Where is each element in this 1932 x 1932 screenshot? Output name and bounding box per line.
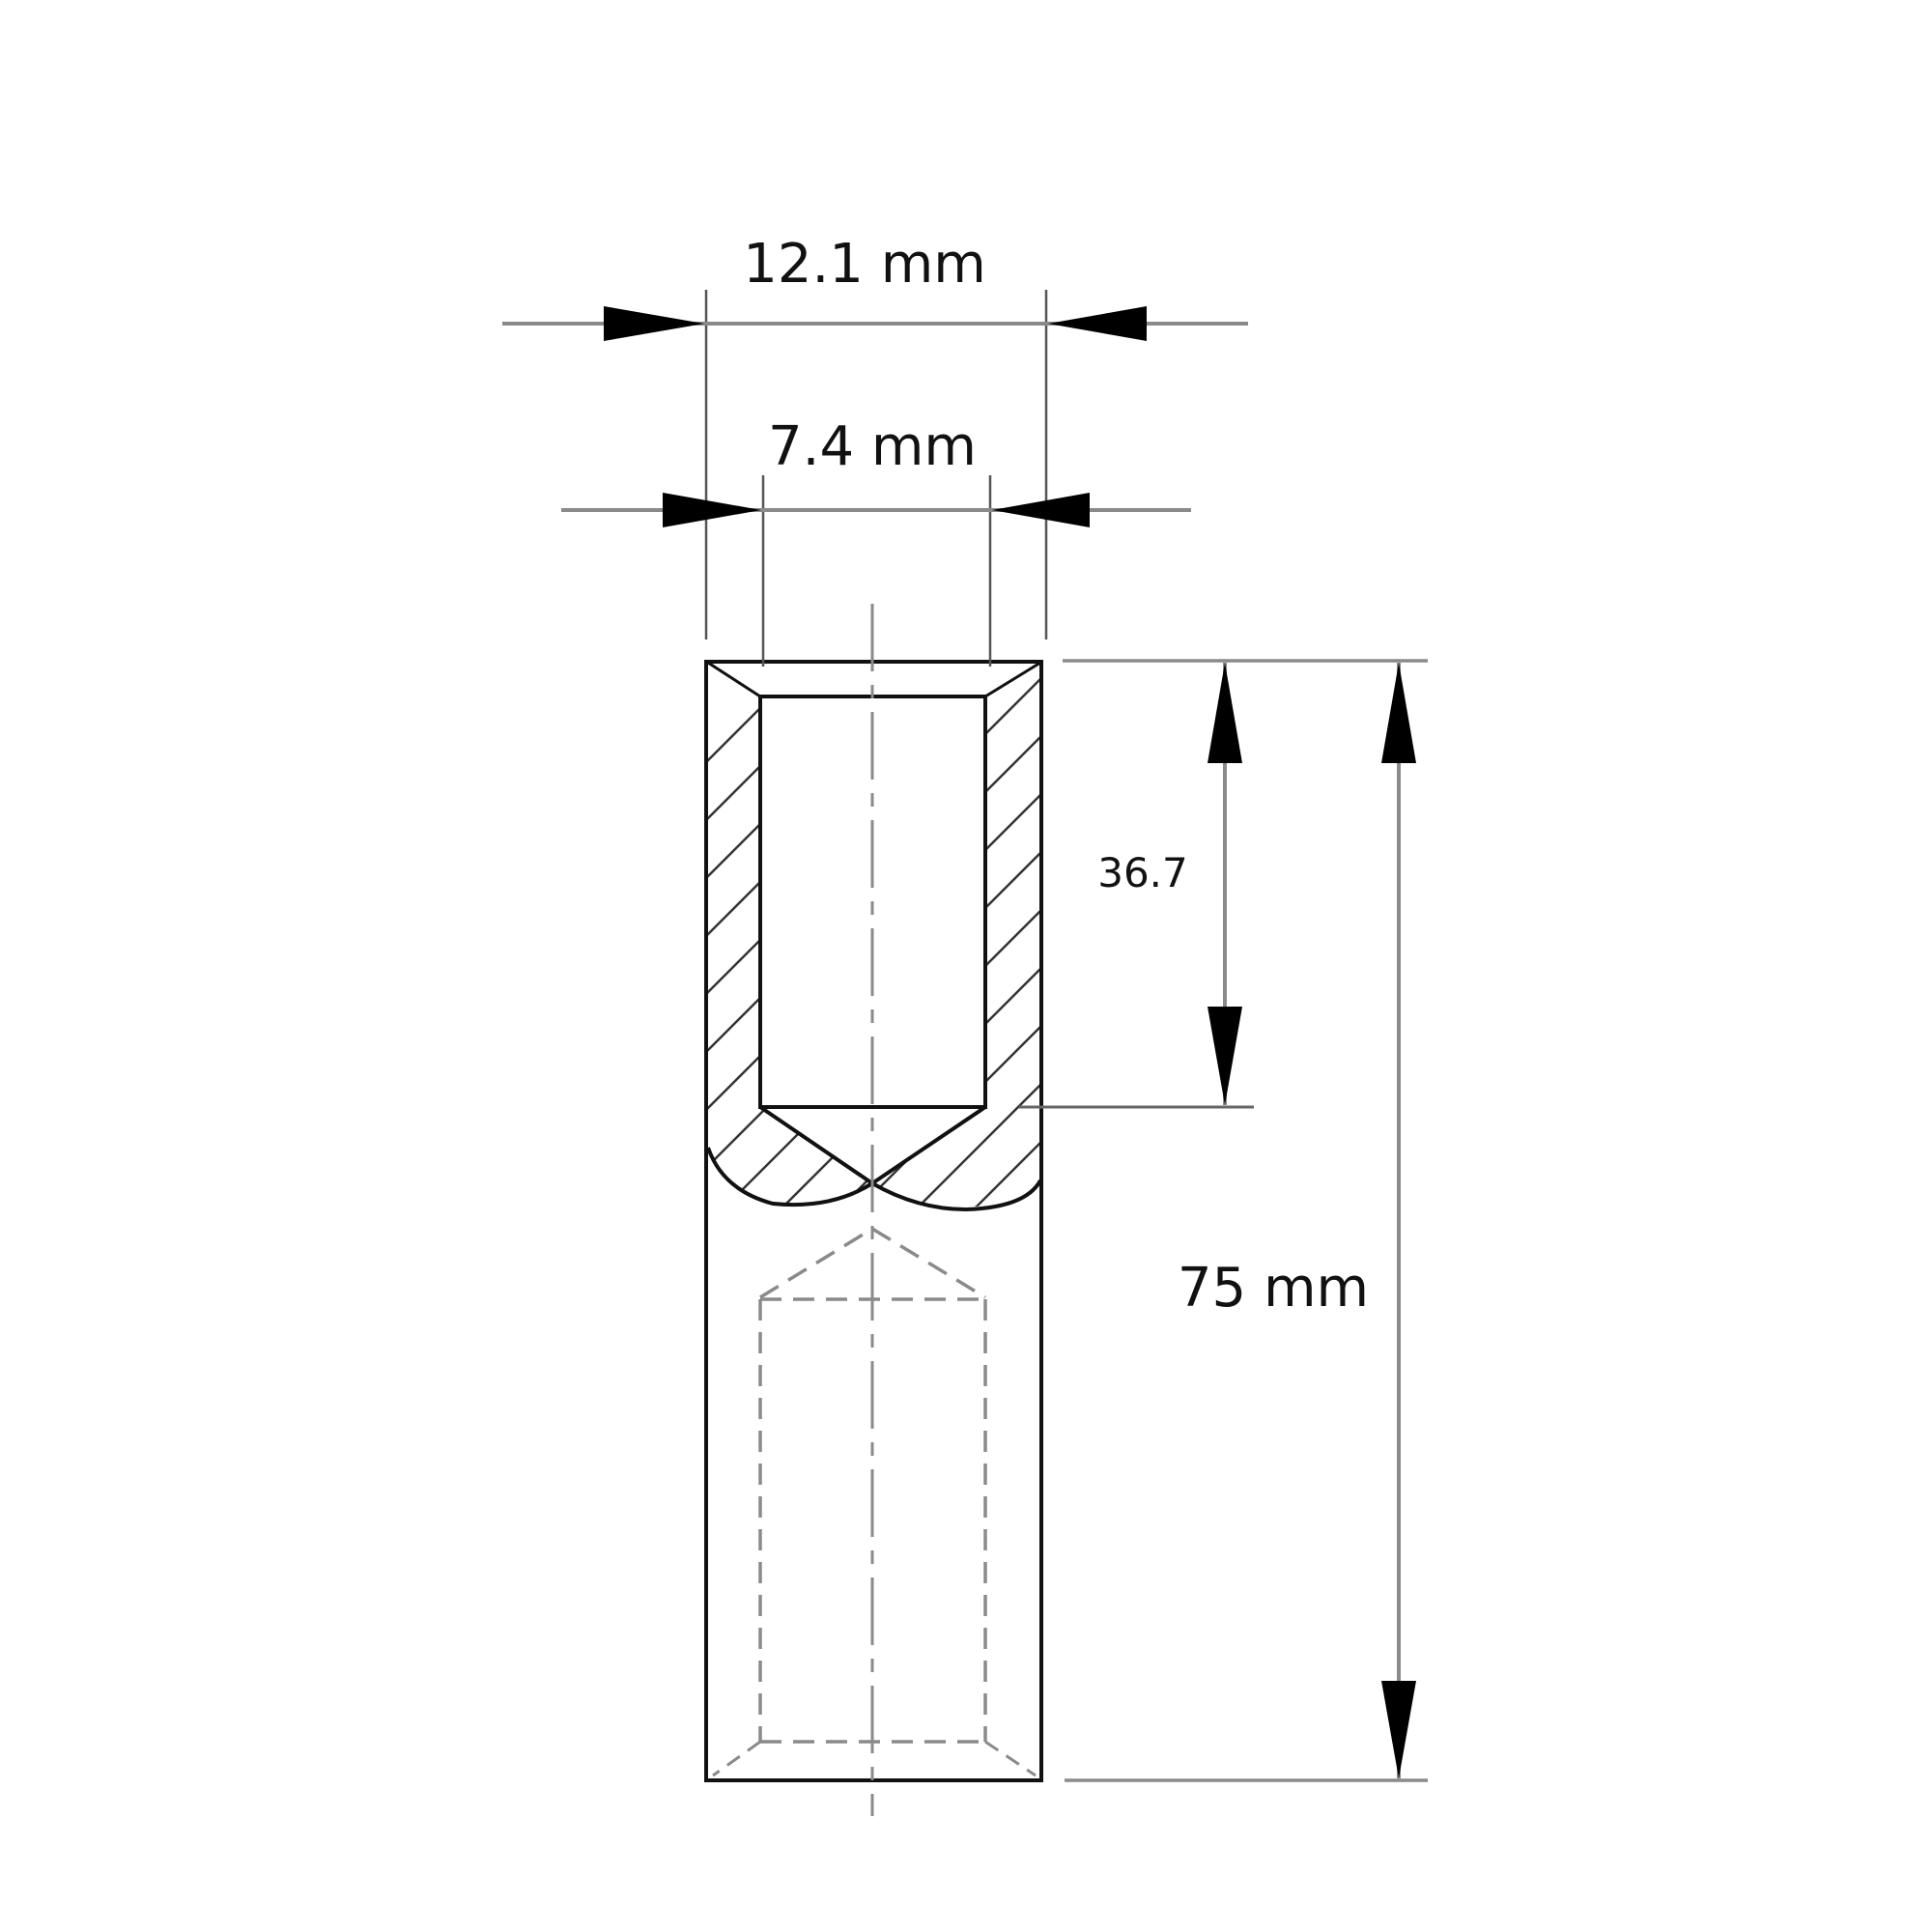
break-line-left (706, 1147, 874, 1208)
break-line-right (871, 1179, 1042, 1212)
arrow-left-icon (1048, 306, 1147, 341)
arrow-up-icon (1381, 663, 1416, 763)
arrow-left-icon (992, 493, 1090, 527)
arrow-down-icon (1208, 1007, 1242, 1105)
arrow-right-icon (604, 306, 704, 341)
arrow-down-icon (1381, 1681, 1416, 1778)
bottom-chamfer-lines (712, 1740, 1037, 1777)
bore-diameter-label: 7.4 mm (768, 415, 977, 478)
dimension-outer-diameter: 12.1 mm (502, 233, 1248, 639)
dimension-bore-diameter: 7.4 mm (561, 415, 1191, 667)
dimension-bore-depth: 36.7 (1097, 663, 1242, 1105)
arrow-up-icon (1208, 663, 1242, 763)
overall-length-label: 75 mm (1178, 1257, 1369, 1320)
dimension-overall-length: 75 mm (1178, 663, 1416, 1778)
bore-depth-label: 36.7 (1097, 849, 1188, 896)
arrow-right-icon (663, 493, 761, 527)
top-chamfer-left (707, 661, 761, 698)
section-hatch-right (872, 663, 1040, 1208)
top-chamfer-right (984, 661, 1041, 698)
outer-diameter-label: 12.1 mm (743, 233, 986, 296)
